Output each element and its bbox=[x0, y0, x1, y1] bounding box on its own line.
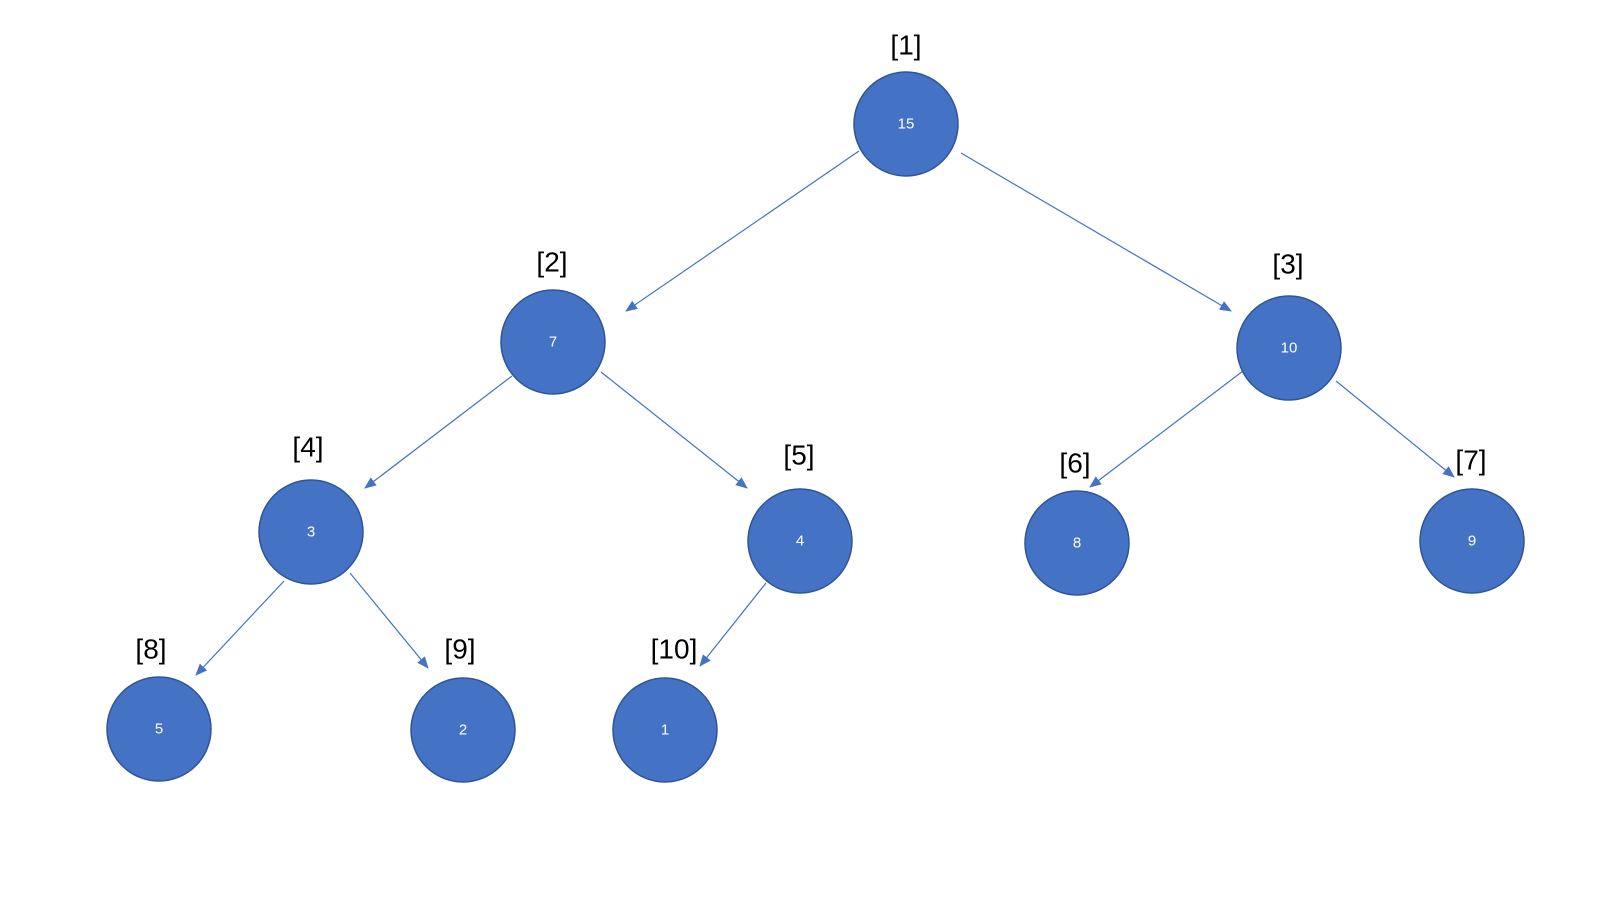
node-circle bbox=[500, 289, 606, 395]
node-value: 5 bbox=[155, 721, 163, 738]
node-circle bbox=[106, 676, 212, 782]
tree-node-n9: 2 bbox=[410, 677, 516, 783]
node-index-label: [2] bbox=[536, 247, 567, 278]
node-circle bbox=[612, 677, 718, 783]
node-circle bbox=[1024, 490, 1130, 596]
node-value: 10 bbox=[1281, 340, 1298, 357]
edge-arrow-n2-n5 bbox=[600, 371, 748, 489]
edge-arrow-n4-n8 bbox=[195, 580, 285, 676]
node-circle bbox=[410, 677, 516, 783]
edge-arrow-n1-n2 bbox=[625, 150, 860, 312]
node-index-label: [3] bbox=[1272, 249, 1303, 280]
edge-arrow-n3-n6 bbox=[1089, 370, 1244, 488]
tree-node-n4: 3 bbox=[258, 479, 364, 585]
node-value: 7 bbox=[549, 334, 557, 351]
tree-node-n1: 15 bbox=[853, 71, 959, 177]
node-circle bbox=[258, 479, 364, 585]
edge-arrow-n4-n9 bbox=[349, 572, 429, 669]
tree-node-n2: 7 bbox=[500, 289, 606, 395]
labels-layer: [1] [2] [3] [4] [5] [6] [7] [8] [9] [10] bbox=[135, 30, 1486, 665]
edge-arrow-n5-n10 bbox=[699, 582, 767, 667]
node-value: 9 bbox=[1468, 533, 1476, 550]
node-index-label: [10] bbox=[651, 634, 698, 665]
node-circle bbox=[853, 71, 959, 177]
node-index-label: [7] bbox=[1455, 445, 1486, 476]
node-value: 1 bbox=[661, 722, 669, 739]
tree-node-n5: 4 bbox=[747, 488, 853, 594]
tree-node-n6: 8 bbox=[1024, 490, 1130, 596]
tree-node-n7: 9 bbox=[1419, 488, 1525, 594]
node-index-label: [4] bbox=[292, 432, 323, 463]
node-value: 3 bbox=[307, 524, 315, 541]
node-circle bbox=[1236, 295, 1342, 401]
edges-layer bbox=[195, 150, 1455, 676]
node-index-label: [8] bbox=[135, 634, 166, 665]
node-index-label: [6] bbox=[1059, 448, 1090, 479]
node-value: 4 bbox=[796, 533, 804, 550]
tree-node-n10: 1 bbox=[612, 677, 718, 783]
edge-arrow-n3-n7 bbox=[1335, 380, 1455, 478]
tree-node-n8: 5 bbox=[106, 676, 212, 782]
node-index-label: [9] bbox=[444, 634, 475, 665]
node-circle bbox=[747, 488, 853, 594]
node-circle bbox=[1419, 488, 1525, 594]
node-value: 15 bbox=[898, 116, 915, 133]
edge-arrow-n1-n3 bbox=[960, 152, 1232, 312]
edge-arrow-n2-n4 bbox=[364, 375, 513, 489]
nodes-layer: 15 7 10 3 4 8 9 5 2 1 bbox=[106, 71, 1525, 783]
node-index-label: [5] bbox=[783, 440, 814, 471]
tree-node-n3: 10 bbox=[1236, 295, 1342, 401]
node-value: 8 bbox=[1073, 535, 1081, 552]
node-value: 2 bbox=[459, 722, 467, 739]
node-index-label: [1] bbox=[890, 30, 921, 61]
